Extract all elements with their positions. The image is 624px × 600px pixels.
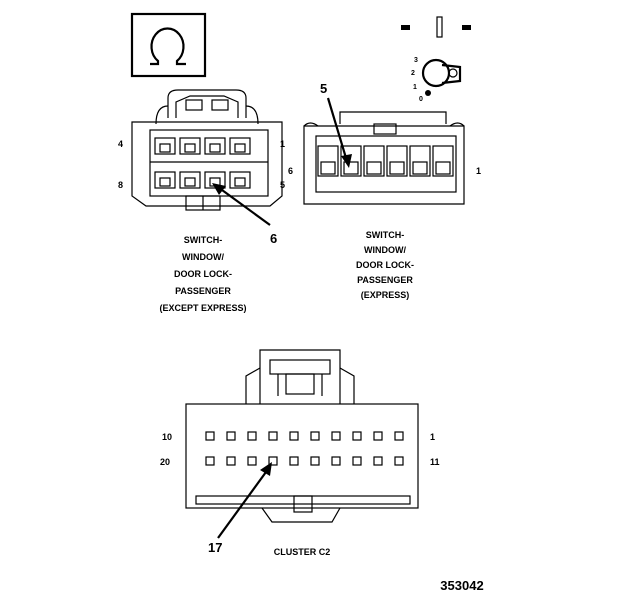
pin-cavity	[289, 456, 299, 466]
pin-label-6: 6	[288, 166, 293, 176]
ignition-key-icon: 3 2 1 0	[401, 16, 471, 103]
pin-cavity	[268, 431, 278, 441]
pin-cavity	[331, 456, 341, 466]
pin-label-1: 1	[476, 166, 481, 176]
omega-symbol-icon	[130, 12, 207, 78]
connector-except-express: 4 1 8 5 6 SWITCH- WINDOW/ DOOR LOCK- PAS…	[118, 89, 285, 313]
pin-cavity	[394, 431, 404, 441]
callout-6: 6	[270, 231, 277, 246]
pin-label-5: 5	[280, 180, 285, 190]
pin-cavity	[331, 431, 341, 441]
caption-line-3: DOOR LOCK-	[174, 269, 232, 279]
pin-label-1: 1	[280, 139, 285, 149]
caption-line-5: (EXPRESS)	[361, 290, 410, 300]
pin-cavity	[373, 431, 383, 441]
caption-line-3: DOOR LOCK-	[356, 260, 414, 270]
switch-position-0: 0	[419, 96, 423, 103]
connector-cluster-c2: 10 1 20 11 17 CLUSTER C2	[160, 349, 440, 557]
pin-label-20: 20	[160, 457, 170, 467]
caption-line-4: PASSENGER	[357, 275, 413, 285]
pin-cavity	[247, 456, 257, 466]
switch-position-3: 3	[414, 57, 418, 64]
switch-position-1: 1	[413, 84, 417, 91]
pin-label-11: 11	[430, 457, 440, 467]
pin-grid	[205, 431, 404, 466]
switch-position-2: 2	[411, 70, 415, 77]
caption-line-2: WINDOW/	[364, 245, 406, 255]
cluster-caption: CLUSTER C2	[274, 547, 331, 557]
pin-cavity	[310, 431, 320, 441]
caption-line-2: WINDOW/	[182, 252, 224, 262]
pin-cavity	[247, 431, 257, 441]
pin-label-1: 1	[430, 432, 435, 442]
pin-cavity	[352, 456, 362, 466]
pin-cavity	[205, 456, 215, 466]
pin-cavity	[226, 456, 236, 466]
pin-cavity	[268, 456, 278, 466]
callout-17: 17	[208, 540, 222, 555]
callout-5: 5	[320, 81, 327, 96]
pin-cavity	[289, 431, 299, 441]
pin-label-10: 10	[162, 432, 172, 442]
pin-label-8: 8	[118, 180, 123, 190]
pin-cavity	[226, 431, 236, 441]
pin-label-4: 4	[118, 139, 123, 149]
pin-cavity	[310, 456, 320, 466]
caption-line-1: SWITCH-	[366, 230, 405, 240]
connector-express: 6 1 5 SWITCH- WINDOW/ DOOR LOCK- PASSENG…	[288, 81, 481, 300]
figure-number: 353042	[440, 578, 483, 593]
pin-cavity	[352, 431, 362, 441]
caption-line-5: (EXCEPT EXPRESS)	[159, 303, 246, 313]
caption-line-4: PASSENGER	[175, 286, 231, 296]
pin-cavity	[205, 431, 215, 441]
caption-line-1: SWITCH-	[184, 235, 223, 245]
pin-cavity	[373, 456, 383, 466]
pin-cavity	[394, 456, 404, 466]
